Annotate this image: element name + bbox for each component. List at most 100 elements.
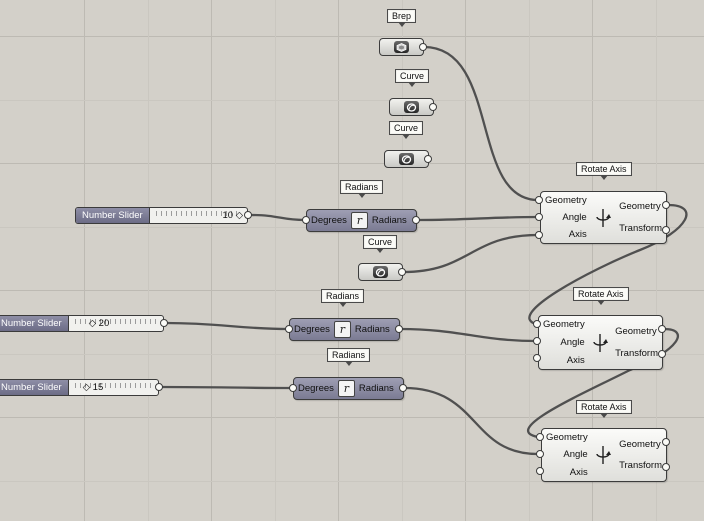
rotate-axis-2-angle-input-port[interactable] [533, 337, 541, 345]
radians-output-port-1[interactable] [412, 216, 420, 224]
wire-radians1-to-rotate1-angle [417, 215, 539, 222]
slider-value: ◇ 15 [82, 382, 104, 393]
number-slider-2[interactable]: Number Slider ◇ 20 [0, 315, 164, 332]
wire-brep-to-rotate1-geometry [423, 45, 539, 202]
rotate-axis-component-2[interactable]: Geometry Angle Axis Geometry Transform [538, 315, 663, 370]
slider-output-port-2[interactable] [160, 319, 168, 327]
rotate-axis-2-transform-output-port[interactable] [658, 350, 666, 358]
degrees-input-label: Degrees [311, 215, 347, 226]
radians-component-2[interactable]: Degrees r Radians [289, 318, 400, 341]
curve-output-port-3[interactable] [398, 268, 406, 276]
radians-output-port-2[interactable] [395, 325, 403, 333]
rotate-axis-3-geometry-output-port[interactable] [662, 438, 670, 446]
axis-input-label: Axis [566, 354, 585, 366]
geometry-output-label: Geometry [615, 326, 657, 337]
wire-slider3-to-radians3 [160, 385, 293, 390]
curve-tag-3: Curve [363, 235, 398, 253]
rotate-axis-icon [593, 333, 608, 352]
curve-icon [399, 153, 414, 165]
transform-output-label: Transform [615, 348, 658, 359]
rotate-axis-2-geometry-input-port[interactable] [533, 320, 541, 328]
rotate-axis-1-axis-input-port[interactable] [535, 231, 543, 239]
curve-icon [404, 101, 419, 113]
curve-param-2[interactable] [384, 150, 429, 168]
slider-track[interactable]: ◇ 20 [69, 316, 163, 331]
rotate-axis-2-axis-input-port[interactable] [533, 354, 541, 362]
degrees-input-label: Degrees [298, 383, 334, 394]
radians-input-port-1[interactable] [302, 216, 310, 224]
radians-input-port-3[interactable] [289, 384, 297, 392]
brep-icon [394, 41, 409, 53]
number-slider-1[interactable]: Number Slider 10 ◇ [75, 207, 248, 224]
radians-output-label: Radians [371, 215, 407, 226]
brep-output-port[interactable] [419, 43, 427, 51]
radians-component-1[interactable]: Degrees r Radians [306, 209, 417, 232]
wire-slider2-to-radians2 [165, 321, 289, 331]
function-icon: r [350, 212, 368, 229]
radians-tag-2: Radians [321, 289, 365, 307]
rotate-axis-tag-1: Rotate Axis [576, 162, 632, 180]
radians-component-3[interactable]: Degrees r Radians [293, 377, 404, 400]
wire-curve3-to-rotate1-axis [402, 233, 539, 274]
curve-icon [373, 266, 388, 278]
rotate-axis-3-axis-input-port[interactable] [536, 467, 544, 475]
slider-track[interactable]: ◇ 15 [69, 380, 158, 395]
rotate-axis-3-transform-output-port[interactable] [662, 463, 670, 471]
degrees-input-label: Degrees [294, 324, 330, 335]
geometry-input-label: Geometry [543, 319, 585, 331]
curve-param-3[interactable] [358, 263, 403, 281]
slider-label: Number Slider [0, 380, 69, 395]
curve-output-port-1[interactable] [429, 103, 437, 111]
function-icon: r [333, 321, 351, 338]
wire-radians2-to-rotate2-angle [399, 327, 537, 343]
brep-tag: Brep [387, 9, 417, 27]
rotate-axis-1-transform-output-port[interactable] [662, 226, 670, 234]
curve-param-1[interactable] [389, 98, 434, 116]
slider-value: ◇ 20 [88, 318, 110, 329]
geometry-input-label: Geometry [546, 432, 588, 444]
slider-label: Number Slider [0, 316, 69, 331]
transform-output-label: Transform [619, 460, 662, 472]
slider-track[interactable]: 10 ◇ [150, 208, 247, 223]
angle-input-label: Angle [560, 336, 585, 348]
radians-tag-1: Radians [340, 180, 384, 198]
rotate-axis-tag-3: Rotate Axis [576, 400, 632, 418]
slider-output-port-1[interactable] [244, 211, 252, 219]
rotate-axis-1-geometry-input-port[interactable] [535, 196, 543, 204]
rotate-axis-1-geometry-output-port[interactable] [662, 201, 670, 209]
number-slider-3[interactable]: Number Slider ◇ 15 [0, 379, 159, 396]
curve-tag-1: Curve [395, 69, 430, 87]
geometry-output-label: Geometry [619, 201, 661, 213]
rotate-axis-tag-2: Rotate Axis [573, 287, 629, 305]
radians-output-label: Radians [354, 324, 390, 335]
rotate-axis-2-geometry-output-port[interactable] [658, 325, 666, 333]
radians-tag-3: Radians [327, 348, 371, 366]
curve-output-port-2[interactable] [424, 155, 432, 163]
wire-slider1-to-radians1 [249, 213, 306, 222]
radians-input-port-2[interactable] [285, 325, 293, 333]
radians-output-label: Radians [358, 383, 394, 394]
geometry-output-label: Geometry [619, 438, 661, 450]
rotate-axis-component-3[interactable]: Geometry Angle Axis Geometry Transform [541, 428, 667, 482]
brep-param[interactable] [379, 38, 424, 56]
slider-label: Number Slider [76, 208, 150, 223]
angle-input-label: Angle [562, 212, 587, 223]
rotate-axis-icon [596, 446, 612, 464]
rotate-axis-1-angle-input-port[interactable] [535, 213, 543, 221]
rotate-axis-3-angle-input-port[interactable] [536, 450, 544, 458]
transform-output-label: Transform [619, 222, 662, 234]
function-icon: r [337, 380, 355, 397]
angle-input-label: Angle [563, 449, 588, 461]
rotate-axis-3-geometry-input-port[interactable] [536, 433, 544, 441]
rotate-axis-component-1[interactable]: Geometry Angle Axis Geometry Transform [540, 191, 667, 244]
geometry-input-label: Geometry [545, 195, 587, 206]
slider-value: 10 ◇ [222, 210, 243, 221]
wire-radians3-to-rotate3-angle [403, 386, 539, 456]
radians-output-port-3[interactable] [399, 384, 407, 392]
curve-tag-2: Curve [389, 121, 424, 139]
axis-input-label: Axis [568, 229, 587, 240]
rotate-axis-icon [596, 208, 611, 227]
slider-output-port-3[interactable] [155, 383, 163, 391]
axis-input-label: Axis [569, 466, 588, 478]
